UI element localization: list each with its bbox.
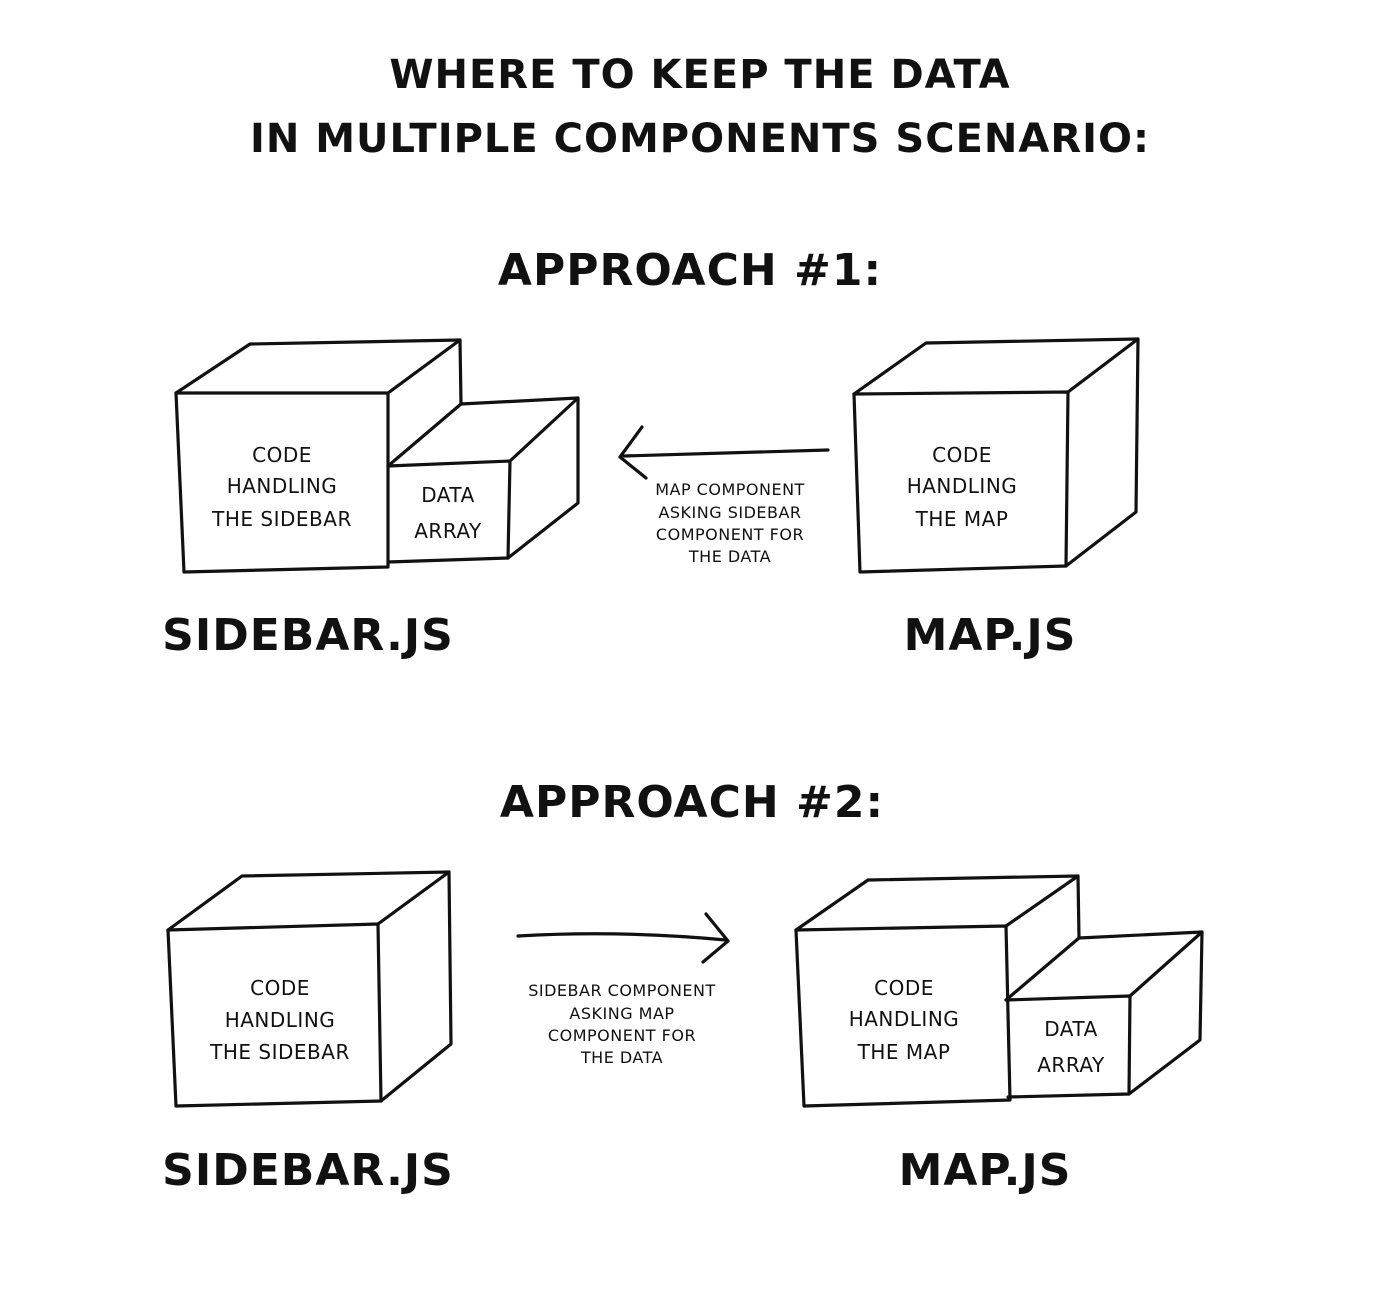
sidebar-cube-side [458,338,463,406]
sidebar-cube-side [379,870,453,1103]
approach-1-sidebar-cube [174,338,463,574]
map-cube-side [1076,874,1081,940]
arrow-head [701,912,730,964]
approach-1-arrow-left [618,425,830,480]
approach-2-map-filename: MAP.JS [899,1145,1072,1196]
approach-1-note-line-2: ASKING SIDEBAR [658,503,801,522]
approach-1-note-line-3: COMPONENT FOR [656,525,804,544]
approach-2-note-line-3: COMPONENT FOR [548,1026,696,1045]
approach-2-note-line-2: ASKING MAP [569,1004,674,1023]
approach-1-sidebar-box-line-1: CODE [252,443,312,467]
approach-2-arrow-right [516,912,730,964]
title-line-1: WHERE TO KEEP THE DATA [389,52,1010,98]
map-cube-side [1064,337,1140,568]
approach-2-note-line-1: SIDEBAR COMPONENT [528,981,716,1000]
approach-2-data-box-line-2: ARRAY [1037,1053,1105,1077]
approach-2-heading: APPROACH #2: [500,777,884,828]
approach-1-data-array-cube [386,396,580,564]
arrow-head [618,425,648,480]
approach-1-sidebar-filename: SIDEBAR.JS [162,610,454,661]
sidebar-cube-top [174,338,462,395]
approach-2-data-array-cube [1004,930,1204,1099]
arrow-shaft [516,932,728,942]
approach-2-sidebar-box-line-1: CODE [250,976,310,1000]
approach-2-map-box-line-2: HANDLING [849,1007,960,1031]
map-cube-top [794,874,1080,932]
sidebar-cube-top [166,870,451,932]
approach-1-heading: APPROACH #1: [498,245,882,296]
data-array-side [506,396,580,560]
approach-1-map-box-line-3: THE MAP [915,507,1009,531]
approach-1-note-line-4: THE DATA [688,547,771,566]
map-cube-front [794,924,1012,1108]
approach-2-data-box-line-1: DATA [1044,1017,1098,1041]
data-array-front [386,459,512,564]
approach-2-map-box-line-1: CODE [874,976,934,1000]
approach-1-map-box-line-2: HANDLING [907,474,1018,498]
data-array-side [1127,930,1204,1096]
approach-2-sidebar-filename: SIDEBAR.JS [162,1145,454,1196]
approach-2-sidebar-box-line-3: THE SIDEBAR [209,1040,350,1064]
title-line-2: IN MULTIPLE COMPONENTS SCENARIO: [250,116,1150,162]
approach-1-sidebar-box-line-3: THE SIDEBAR [211,507,352,531]
map-cube-top [852,337,1140,396]
approach-2-map-cube [794,874,1081,1108]
arrow-shaft [622,448,830,458]
approach-1-map-filename: MAP.JS [904,610,1077,661]
data-array-front [1004,994,1132,1099]
approach-1-sidebar-box-line-2: HANDLING [227,474,338,498]
approach-1-data-box-line-1: DATA [421,483,475,507]
approach-1-data-box-line-2: ARRAY [414,519,482,543]
approach-2-note-line-4: THE DATA [580,1048,663,1067]
approach-2-sidebar-cube [166,870,453,1108]
data-array-top [386,396,580,468]
approach-2-map-box-line-3: THE MAP [857,1040,951,1064]
approach-1-map-cube [852,337,1140,574]
data-array-top [1004,930,1204,1002]
approach-1-map-box-line-1: CODE [932,443,992,467]
approach-2-sidebar-box-line-2: HANDLING [225,1008,336,1032]
approach-1-note-line-1: MAP COMPONENT [655,480,805,499]
sidebar-cube-front [174,391,390,574]
